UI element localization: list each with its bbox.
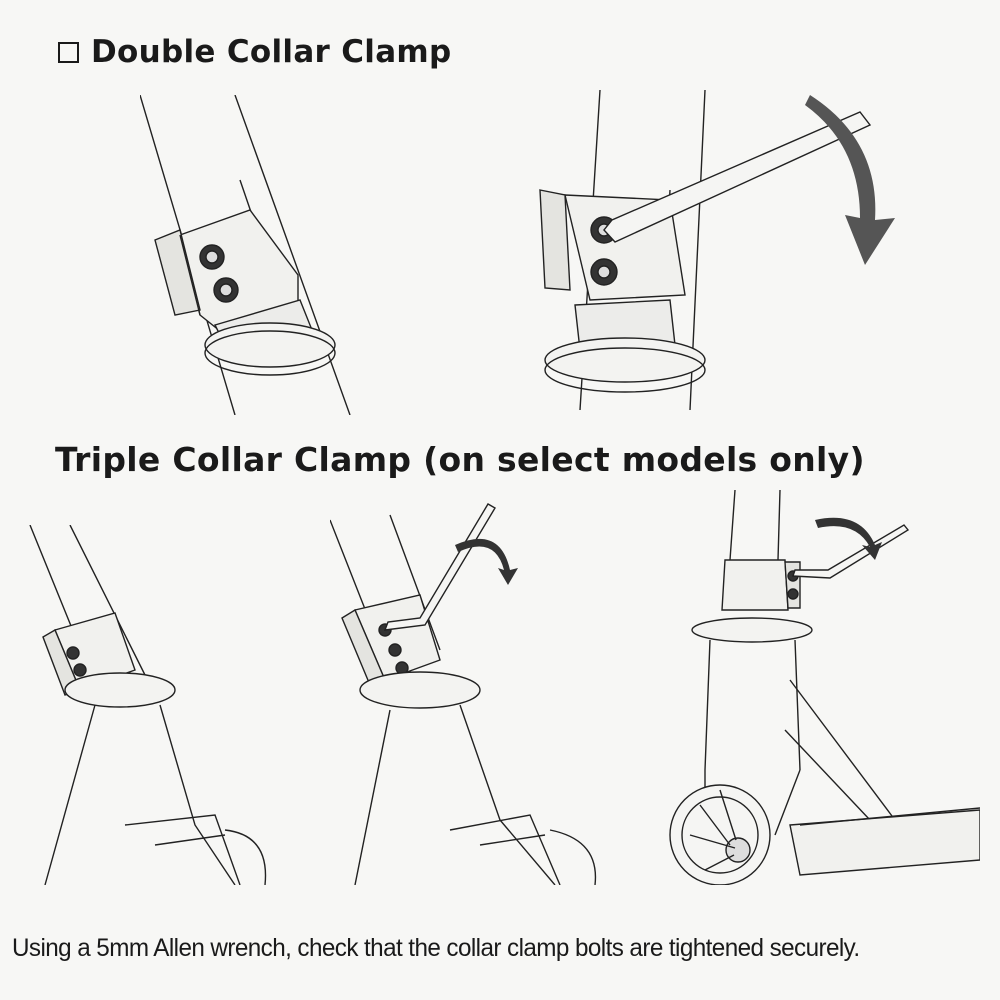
allen-wrench-icon: [793, 525, 908, 578]
rotation-arrow-icon: [815, 517, 882, 560]
hex-bolt-icon: [389, 644, 401, 656]
headset-washer: [205, 323, 335, 367]
double-clamp-figure-2: [520, 90, 895, 410]
triple-clamp-figure-3: [660, 490, 980, 885]
hex-bolt-icon: [67, 647, 79, 659]
collar-clamp: [722, 560, 788, 610]
triple-clamp-figure-1: [25, 525, 275, 885]
hex-bolt-icon: [788, 589, 798, 599]
headset-washer: [545, 338, 705, 382]
headset-washer: [692, 618, 812, 642]
checkbox-icon: [58, 41, 79, 63]
hex-bolt-icon: [591, 259, 617, 285]
allen-wrench-icon: [604, 112, 870, 242]
downtube: [785, 680, 895, 820]
allen-wrench-icon: [385, 504, 495, 630]
hex-bolt-icon: [200, 245, 224, 269]
wheel: [670, 785, 770, 885]
headtube: [705, 640, 800, 770]
headset-washer: [360, 672, 480, 708]
hex-bolt-icon: [214, 278, 238, 302]
deck: [790, 810, 980, 875]
wheel: [550, 830, 595, 885]
instruction-caption: Using a 5mm Allen wrench, check that the…: [12, 934, 860, 962]
triple-clamp-figure-2: [330, 500, 610, 885]
rotation-arrow-icon: [455, 538, 518, 585]
double-collar-clamp-title: Double Collar Clamp: [91, 34, 452, 70]
cotter-pin: [240, 180, 252, 215]
triple-collar-clamp-heading: Triple Collar Clamp (on select models on…: [55, 440, 865, 479]
handlebar-tube: [730, 490, 780, 560]
wheel: [225, 830, 266, 885]
headset-washer: [65, 673, 175, 707]
rotation-arrow-icon: [805, 95, 895, 265]
fork-tube: [355, 705, 555, 885]
hex-bolt-icon: [74, 664, 86, 676]
double-collar-clamp-heading: Double Collar Clamp: [58, 34, 452, 70]
double-clamp-figure-1: [140, 95, 380, 415]
fork-tube: [45, 705, 235, 885]
